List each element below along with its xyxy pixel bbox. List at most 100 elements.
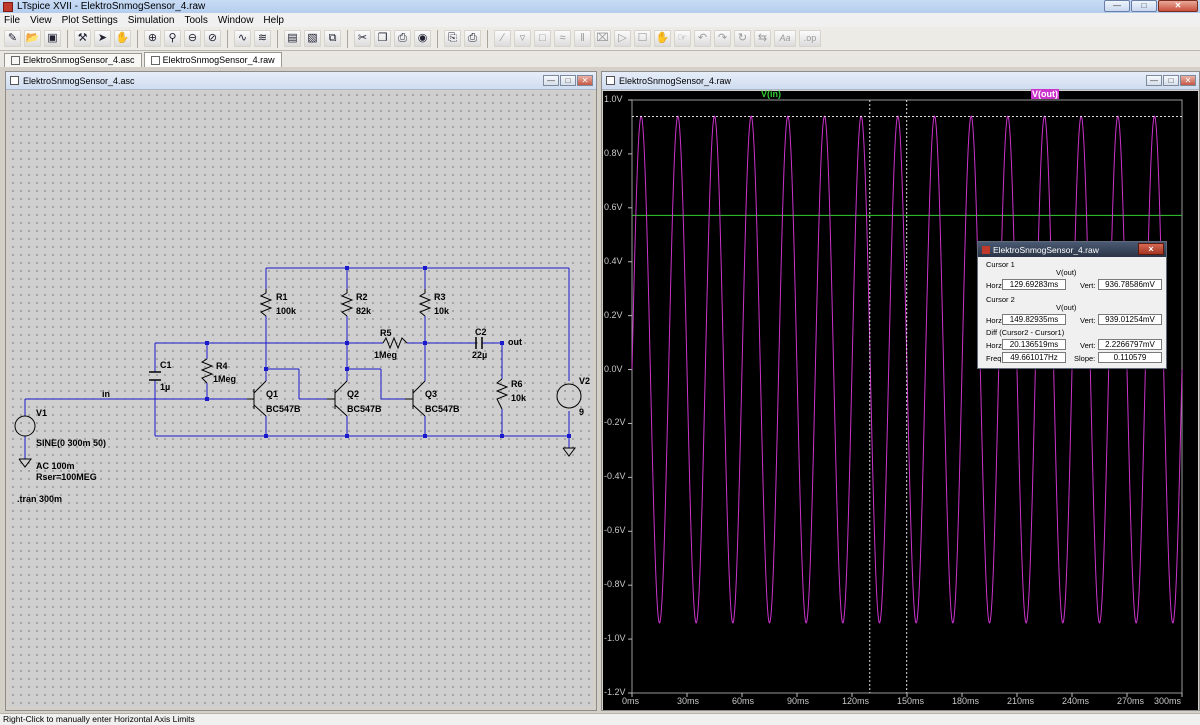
- waveform-icon[interactable]: ≋: [254, 30, 271, 47]
- source-symbols: [14, 383, 582, 468]
- tab-label: ElektroSnmogSensor_4.asc: [23, 55, 135, 65]
- restore-icon[interactable]: □: [560, 75, 576, 86]
- spice-directive[interactable]: .tran 300m: [17, 494, 63, 504]
- menu-file[interactable]: File: [4, 14, 21, 26]
- zoom-cancel-icon[interactable]: ⊘: [204, 30, 221, 47]
- horz-label: Horz:: [986, 341, 1004, 350]
- label-r3: R3: [434, 292, 446, 302]
- label-r5: R5: [380, 328, 392, 338]
- schematic-canvas[interactable]: R1 100k R2 82k R3 10k R4 1Meg R5 1Meg R6…: [9, 91, 593, 707]
- find-icon[interactable]: ◉: [414, 30, 431, 47]
- close-icon[interactable]: ✕: [577, 75, 593, 86]
- move-icon[interactable]: ✋: [654, 30, 671, 47]
- label-q2: Q2: [347, 389, 360, 399]
- run-icon[interactable]: ➤: [94, 30, 111, 47]
- title-bar: LTspice XVII - ElektroSnmogSensor_4.raw …: [0, 0, 1200, 13]
- cursor2-vert-field[interactable]: 939.01254mV: [1098, 314, 1162, 325]
- cursor2-heading: Cursor 2: [986, 295, 1015, 304]
- tab-schematic[interactable]: ElektroSnmogSensor_4.asc: [4, 53, 142, 67]
- tab-label: ElektroSnmogSensor_4.raw: [162, 54, 275, 65]
- slope-label: Slope:: [1074, 354, 1096, 363]
- halt-icon[interactable]: ✋: [114, 30, 131, 47]
- zoom-fit-icon[interactable]: ⊖: [184, 30, 201, 47]
- close-icon[interactable]: ✕: [1180, 75, 1196, 86]
- diff-vert-field[interactable]: 2.2266797mV: [1098, 339, 1162, 350]
- wire-icon[interactable]: ∕: [494, 30, 511, 47]
- trace-label-vin[interactable]: V(in): [761, 89, 781, 99]
- menu-view[interactable]: View: [30, 14, 52, 26]
- restore-icon[interactable]: □: [1163, 75, 1179, 86]
- menu-help[interactable]: Help: [263, 14, 284, 26]
- minimize-icon[interactable]: —: [543, 75, 559, 86]
- slope-field[interactable]: 0.110579: [1098, 352, 1162, 363]
- x-tick-label: 210ms: [1007, 696, 1035, 706]
- ground-icon[interactable]: ▿: [514, 30, 531, 47]
- schematic-icon: [11, 56, 20, 65]
- menu-bar: File View Plot Settings Simulation Tools…: [0, 13, 1200, 27]
- y-tick-label: -0.8V: [604, 579, 626, 590]
- save-icon[interactable]: ▣: [44, 30, 61, 47]
- tile-vertical-icon[interactable]: ▧: [304, 30, 321, 47]
- print-preview-icon[interactable]: ⎘: [444, 30, 461, 47]
- net-label-in: in: [102, 389, 110, 399]
- y-tick-label: -0.6V: [604, 525, 626, 536]
- tab-waveform[interactable]: ElektroSnmogSensor_4.raw: [143, 52, 282, 67]
- maximize-icon[interactable]: □: [1131, 0, 1157, 12]
- rotate-icon[interactable]: ↻: [734, 30, 751, 47]
- copy-icon[interactable]: ❐: [374, 30, 391, 47]
- status-bar: Right-Click to manually enter Horizontal…: [0, 713, 1200, 725]
- menu-tools[interactable]: Tools: [184, 14, 208, 26]
- trace-label-vout[interactable]: V(out): [1031, 89, 1059, 99]
- close-icon[interactable]: ×: [1138, 243, 1164, 255]
- component-icon[interactable]: ☐: [634, 30, 651, 47]
- value-r4: 1Meg: [213, 374, 237, 384]
- freq-label: Freq:: [986, 354, 1004, 363]
- print-icon[interactable]: ⎙: [464, 30, 481, 47]
- y-tick-label: 0.2V: [604, 309, 623, 320]
- tile-horizontal-icon[interactable]: ▤: [284, 30, 301, 47]
- diff-heading: Diff (Cursor2 - Cursor1): [986, 328, 1065, 337]
- control-panel-icon[interactable]: ⚒: [74, 30, 91, 47]
- spice-directive-icon[interactable]: .op: [799, 30, 821, 47]
- mirror-icon[interactable]: ⇆: [754, 30, 771, 47]
- cursor1-vert-field[interactable]: 936.78586mV: [1098, 279, 1162, 290]
- zoom-in-icon[interactable]: ⊕: [144, 30, 161, 47]
- close-icon[interactable]: ✕: [1158, 0, 1198, 12]
- horz-label: Horz:: [986, 281, 1004, 290]
- minimize-icon[interactable]: —: [1146, 75, 1162, 86]
- autorange-icon[interactable]: ∿: [234, 30, 251, 47]
- document-tabs: ElektroSnmogSensor_4.asc ElektroSnmogSen…: [0, 51, 1200, 67]
- waveform-titlebar: ElektroSnmogSensor_4.raw — □ ✕: [602, 72, 1199, 90]
- menu-plot-settings[interactable]: Plot Settings: [61, 14, 118, 26]
- zoom-out-icon[interactable]: ⚲: [164, 30, 181, 47]
- label-r6: R6: [511, 379, 523, 389]
- text-icon[interactable]: Aa: [774, 30, 796, 47]
- diode-icon[interactable]: ▷: [614, 30, 631, 47]
- minimize-icon[interactable]: —: [1104, 0, 1130, 12]
- drag-icon[interactable]: ☞: [674, 30, 691, 47]
- toolbar-separator: [487, 29, 488, 48]
- menu-window[interactable]: Window: [217, 14, 254, 26]
- paste-icon[interactable]: ⎙: [394, 30, 411, 47]
- menu-simulation[interactable]: Simulation: [127, 14, 175, 26]
- redo-icon[interactable]: ↷: [714, 30, 731, 47]
- label-icon[interactable]: □: [534, 30, 551, 47]
- capacitor-icon[interactable]: ‖: [574, 30, 591, 47]
- new-schematic-icon[interactable]: ✎: [4, 30, 21, 47]
- cursor1-horz-field[interactable]: 129.69283ms: [1002, 279, 1066, 290]
- x-tick-label: 300ms: [1154, 696, 1182, 706]
- undo-icon[interactable]: ↶: [694, 30, 711, 47]
- diff-horz-field[interactable]: 20.136519ms: [1002, 339, 1066, 350]
- model-q1: BC547B: [266, 404, 301, 414]
- cursor2-horz-field[interactable]: 149.82935ms: [1002, 314, 1066, 325]
- freq-field[interactable]: 49.661017Hz: [1002, 352, 1066, 363]
- schematic-icon: [10, 76, 19, 85]
- cascade-icon[interactable]: ⧉: [324, 30, 341, 47]
- open-icon[interactable]: 📂: [24, 30, 41, 47]
- inductor-icon[interactable]: ⌧: [594, 30, 611, 47]
- toolbar-separator: [347, 29, 348, 48]
- cut-icon[interactable]: ✂: [354, 30, 371, 47]
- schematic-titlebar: ElektroSnmogSensor_4.asc — □ ✕: [6, 72, 596, 90]
- resistor-icon[interactable]: ≈: [554, 30, 571, 47]
